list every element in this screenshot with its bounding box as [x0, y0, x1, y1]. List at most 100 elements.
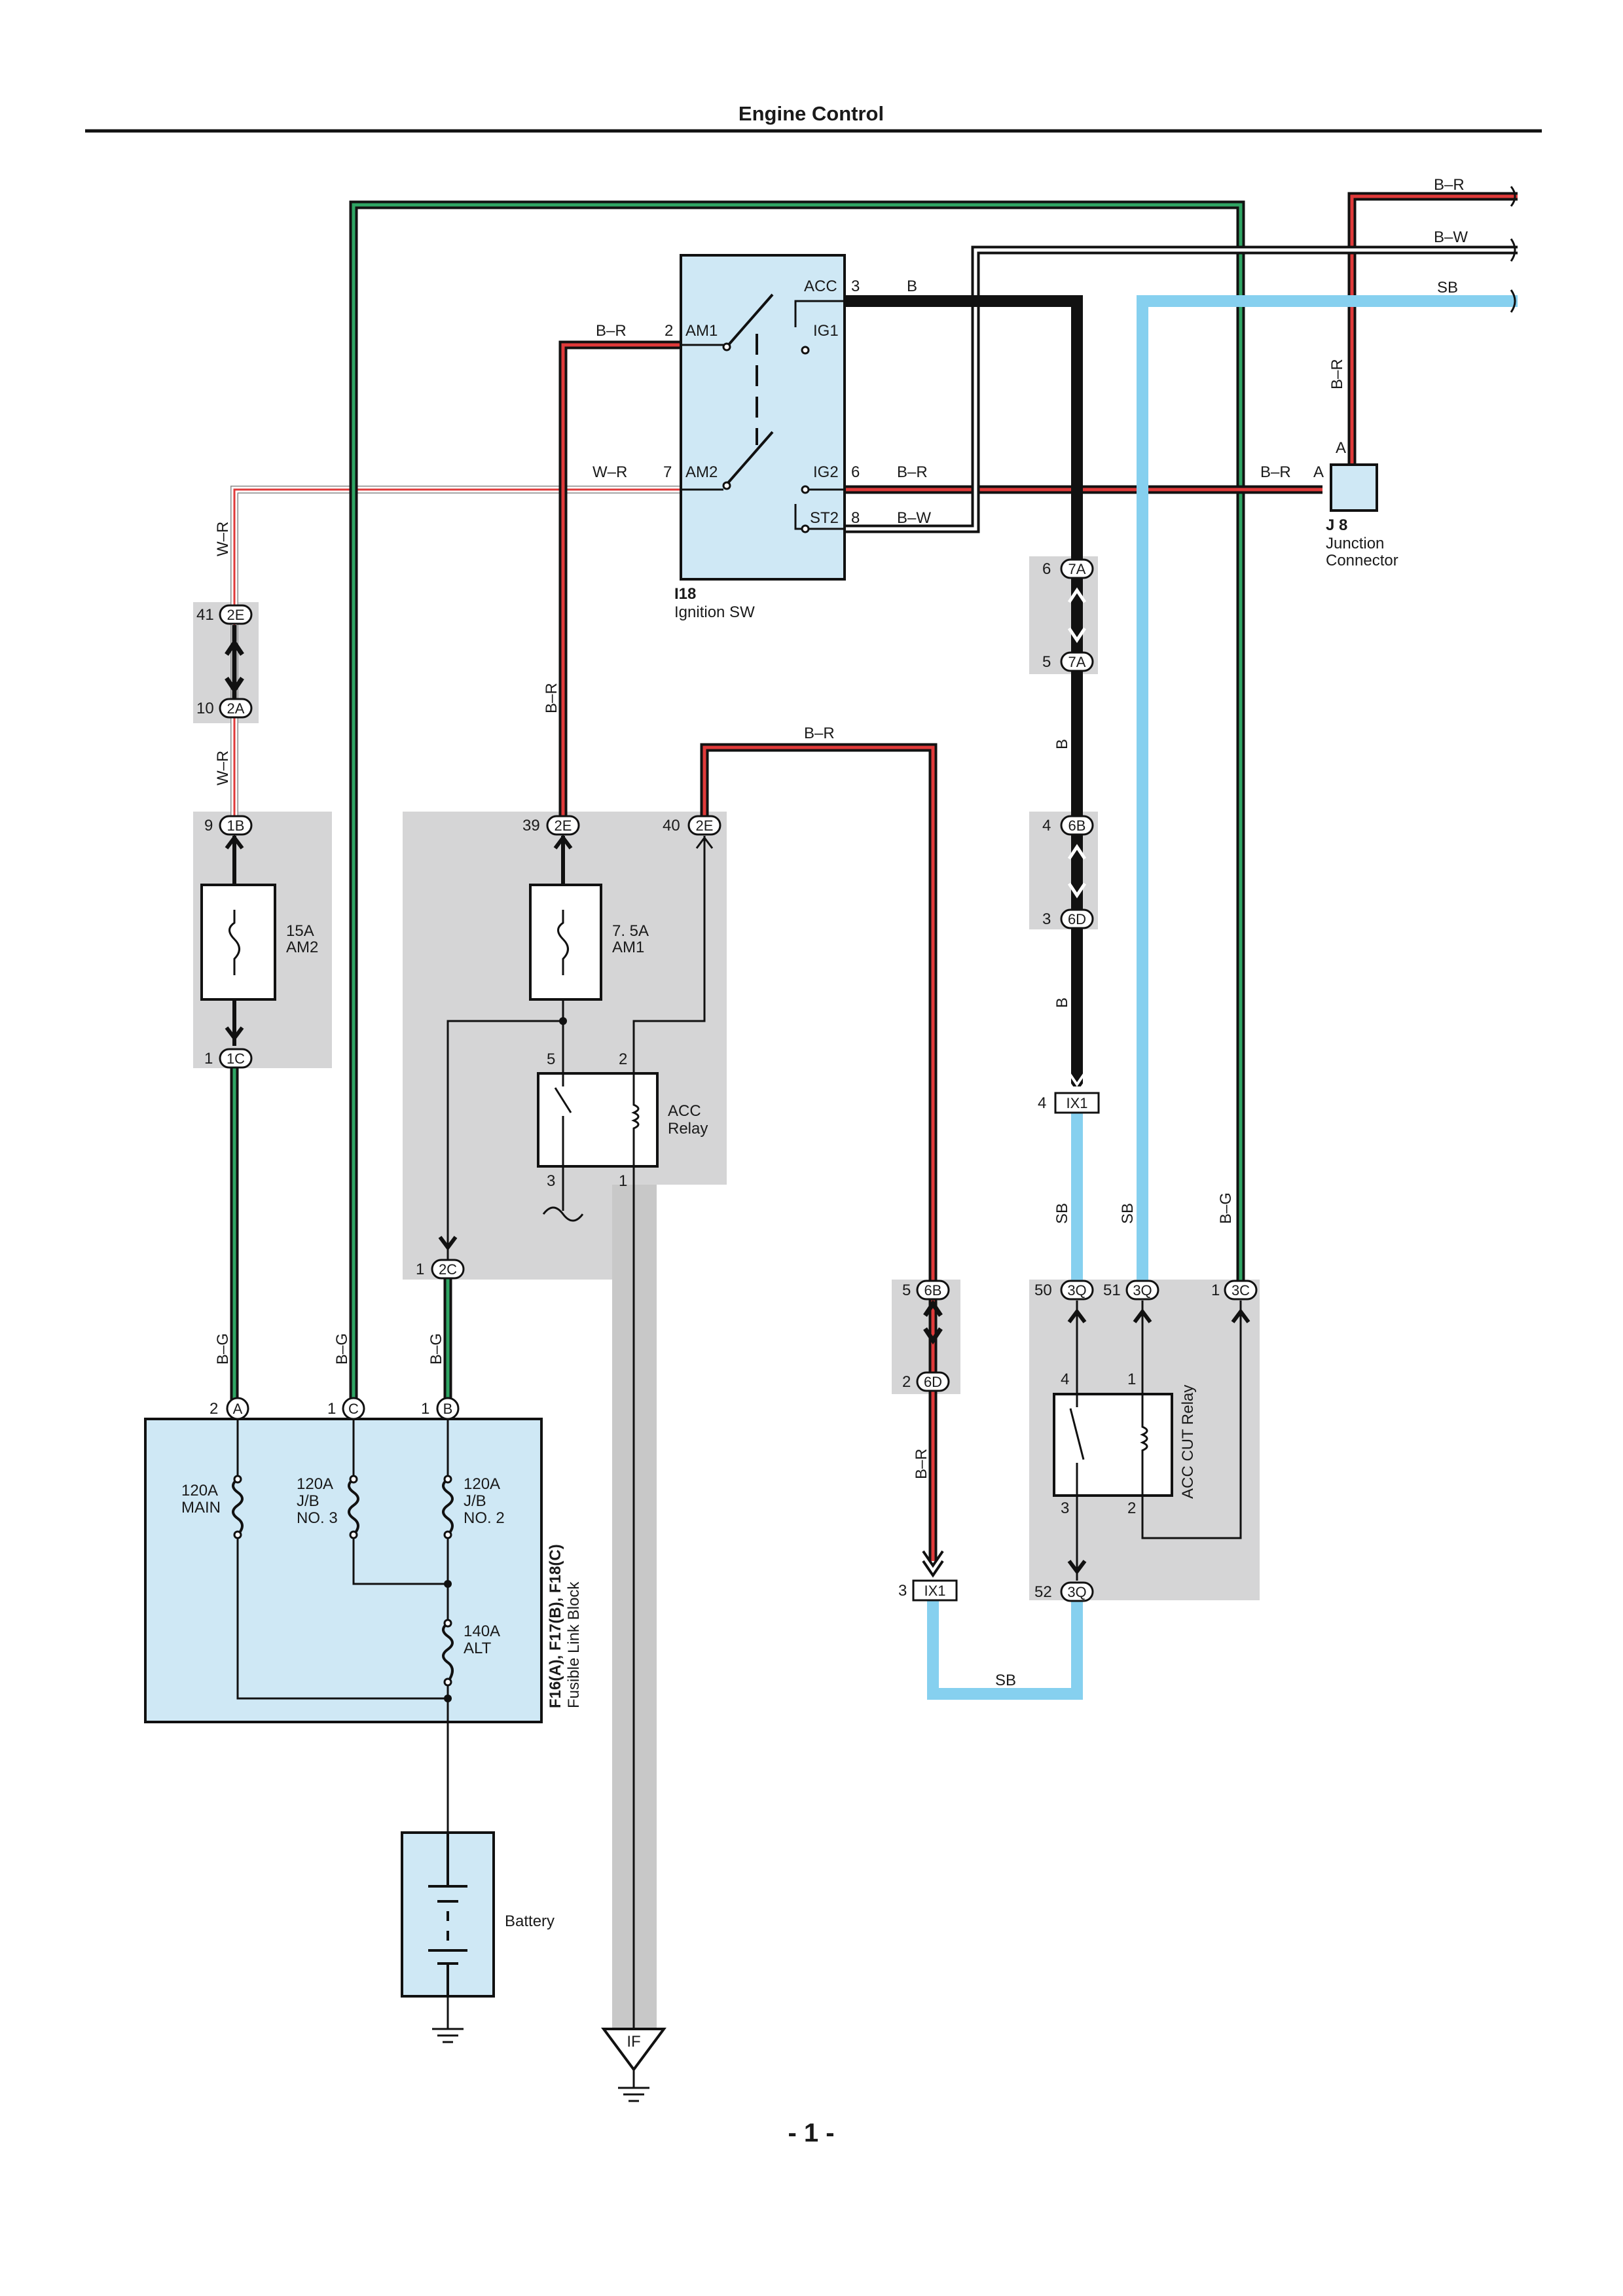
fuse-jb3-dot-bottom — [349, 1530, 358, 1539]
connector-label-1b: 1B — [227, 817, 245, 834]
acc-cut-relay-pin-2: 2 — [1127, 1499, 1136, 1517]
connector-6d-right — [1060, 908, 1094, 929]
wire-label-bg-c: B–G — [333, 1333, 351, 1365]
acc-relay-switch — [554, 1073, 572, 1166]
fuse-main-dot-bottom — [233, 1530, 242, 1539]
connector-6b-left — [916, 1280, 950, 1300]
fuse-am1-element — [557, 910, 569, 975]
ig-sw-terminal-ig2: IG2 — [813, 463, 839, 481]
wire-label-br-6d-down: B–R — [913, 1448, 930, 1479]
pin-52: 52 — [1034, 1583, 1052, 1601]
connector-2a — [219, 698, 253, 719]
wire-w-r — [230, 486, 681, 821]
mate-arrow-2e-2a — [225, 625, 244, 699]
am1-fuse-to-relay — [447, 999, 564, 1260]
connector-2e-40 — [687, 815, 721, 836]
wire-label-wr-am2: W–R — [593, 463, 627, 481]
pin-41: 41 — [196, 606, 214, 624]
wire-label-bw-top: B–W — [1434, 228, 1468, 246]
fl-jb3-line3: NO. 3 — [297, 1509, 338, 1527]
wire-break-marks — [1510, 186, 1516, 313]
pin-2-a: 2 — [210, 1400, 218, 1418]
fl-jb3-rating: 120A — [297, 1475, 333, 1493]
ig-sw-pin-ig2: 6 — [851, 463, 860, 481]
acc-relay-pin-5: 5 — [547, 1050, 555, 1068]
junction-connector-j8 — [1330, 463, 1378, 512]
fuse-jb2-dot-bottom — [443, 1530, 452, 1539]
arrow-3q-51 — [1133, 1308, 1152, 1323]
pin-1-b: 1 — [421, 1400, 429, 1418]
mate-arrow-7a — [1067, 587, 1087, 643]
wire-b-r-acc — [700, 743, 938, 1561]
wire-b-r-am1 — [558, 340, 681, 821]
fl-name: Fusible Link Block — [565, 1581, 583, 1708]
ix1-pin-3: 3 — [898, 1582, 907, 1600]
fuse-alt-dot-bottom — [443, 1677, 452, 1687]
wire-label-b-7a: B — [1053, 739, 1071, 749]
connector-label-7a-lower: 7A — [1068, 654, 1086, 670]
arrow-1c-out — [225, 999, 244, 1046]
j8-pin-top: A — [1336, 439, 1346, 457]
connector-6b-right — [1060, 815, 1094, 836]
page-number: - 1 - — [788, 2119, 834, 2147]
wire-label-b-6d: B — [1053, 997, 1071, 1008]
arrow-2e-39-in — [553, 834, 573, 885]
wire-label-bw-st2: B–W — [897, 509, 931, 527]
wire-b-r-ig2 — [835, 192, 1518, 494]
connector-2c — [431, 1259, 465, 1280]
page-title: Engine Control — [739, 102, 884, 125]
connector-label-6b-right: 6B — [1068, 817, 1086, 834]
ground-if-triangle — [601, 2028, 666, 2072]
acc-cut-relay-wiring — [1076, 1300, 1242, 1581]
arrow-3c — [1231, 1308, 1250, 1323]
arrow-1b-in — [225, 834, 244, 885]
ground-if-icon — [618, 2070, 649, 2102]
ig-sw-terminal-ig1: IG1 — [813, 322, 839, 340]
acc-cut-relay-coil — [1140, 1394, 1148, 1496]
connector-3c — [1224, 1280, 1258, 1300]
wire-label-bg-3c: B–G — [1217, 1193, 1235, 1224]
ig-sw-pin-st2: 8 — [851, 509, 860, 527]
wire-label-br-j8: B–R — [1260, 463, 1291, 481]
wire-label-wr-lower: W–R — [214, 751, 232, 785]
wire-label-sb-top: SB — [1437, 279, 1458, 296]
splice-alt — [444, 1695, 452, 1702]
wire-label-b-acc: B — [907, 278, 917, 295]
pin-51: 51 — [1103, 1282, 1121, 1299]
connector-7a-upper — [1060, 558, 1094, 579]
connector-label-2e-39: 2E — [555, 817, 572, 834]
acc-relay-open-end — [542, 1166, 584, 1222]
battery-ground-icon — [432, 1996, 464, 2043]
connector-label-6d-left: 6D — [924, 1374, 942, 1390]
ix1-label-4: IX1 — [1066, 1095, 1087, 1111]
ig-sw-terminal-am1: AM1 — [685, 322, 718, 340]
fuse-jb2-dot-top — [443, 1475, 452, 1484]
pin-1-1c: 1 — [204, 1050, 213, 1067]
wire-label-br-vert-j8: B–R — [1328, 359, 1346, 389]
wire-b — [835, 295, 1083, 1086]
connector-label-a: A — [233, 1401, 243, 1417]
pin-1-2c: 1 — [416, 1261, 424, 1278]
wire-label-br-am1-vert: B–R — [543, 683, 560, 713]
connector-3q-50 — [1060, 1280, 1094, 1300]
acc-cut-relay-switch — [1069, 1394, 1085, 1496]
acc-cut-relay-pin-4: 4 — [1061, 1371, 1069, 1388]
connector-label-6d-right: 6D — [1068, 911, 1086, 927]
ig-sw-terminal-am2: AM2 — [685, 463, 718, 481]
connector-3q-52 — [1060, 1581, 1094, 1602]
pin-4-6b: 4 — [1042, 817, 1051, 834]
ig-sw-code: I18 — [674, 585, 696, 603]
wire-label-br-am1: B–R — [596, 322, 627, 340]
pin-1-3c: 1 — [1211, 1282, 1220, 1299]
ig-sw-terminal-st2: ST2 — [810, 509, 839, 527]
fuse-main-dot-top — [233, 1475, 242, 1484]
fl-jb2-rating: 120A — [464, 1475, 500, 1493]
wire-label-bg-b: B–G — [428, 1333, 445, 1365]
fuse-am1-name: AM1 — [612, 939, 644, 956]
arrow-2c-in — [438, 1236, 458, 1251]
pin-5-7a: 5 — [1042, 653, 1051, 671]
fuse-alt-dot-top — [443, 1619, 452, 1628]
fuse-jb3-dot-top — [349, 1475, 358, 1484]
connector-label-2e-41: 2E — [227, 607, 245, 623]
